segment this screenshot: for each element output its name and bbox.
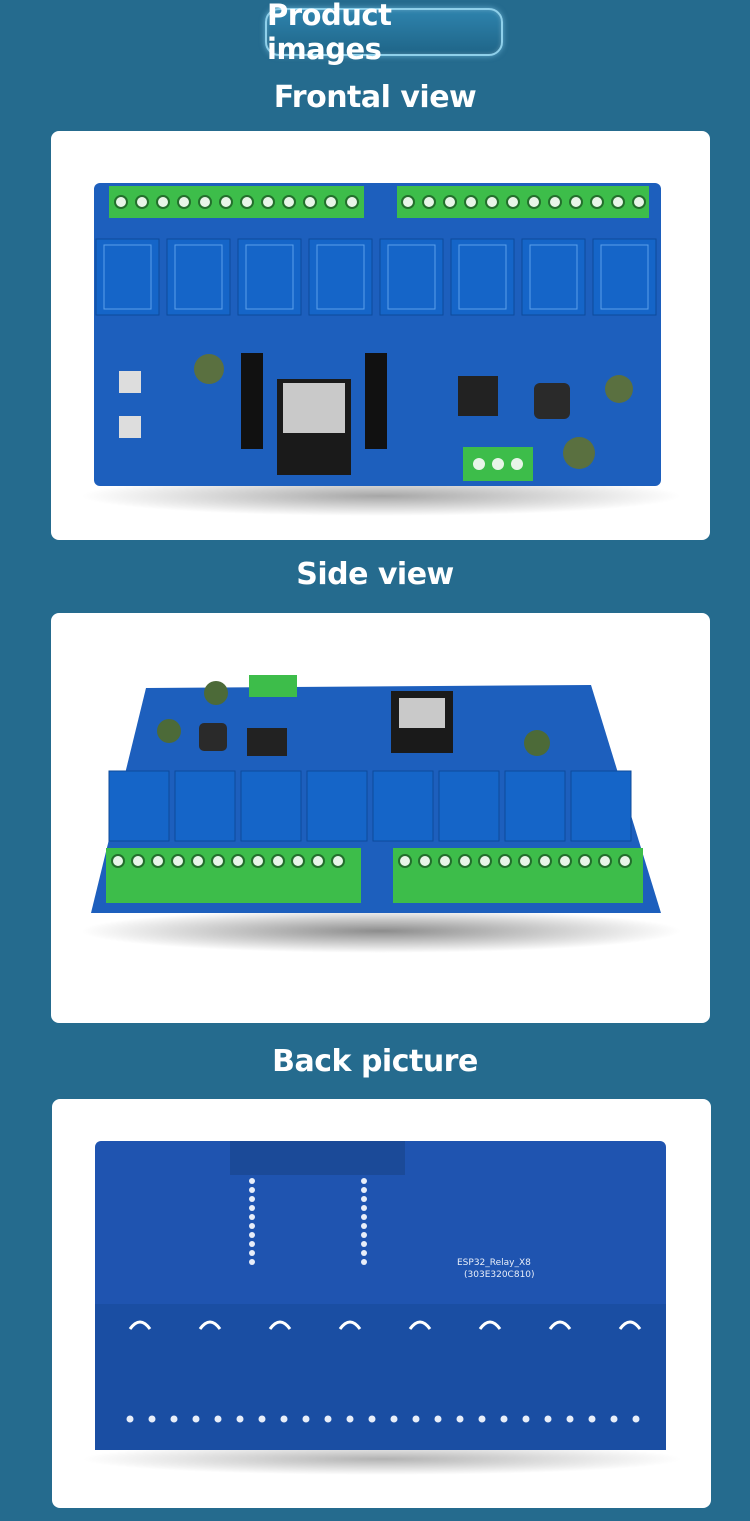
relay [306, 770, 368, 842]
relay [379, 238, 444, 316]
relay [438, 770, 500, 842]
relay [504, 770, 566, 842]
back-silk-code: (303E320C810) [464, 1270, 535, 1280]
relay [240, 770, 302, 842]
relay [308, 238, 373, 316]
front-view-card [51, 131, 710, 540]
relay [372, 770, 434, 842]
relay [450, 238, 515, 316]
section-badge: Product images [265, 0, 503, 66]
relay [237, 238, 302, 316]
relay [108, 770, 170, 842]
side-view-heading: Side view [296, 557, 454, 592]
relay [592, 238, 657, 316]
relay [95, 238, 160, 316]
front-view-heading: Frontal view [273, 80, 477, 115]
back-silk-title: ESP32_Relay_X8 [457, 1258, 531, 1268]
back-view-heading: Back picture [272, 1044, 478, 1079]
side-view-photo [81, 675, 681, 953]
terminal-block-left [109, 186, 364, 218]
power-terminal [249, 675, 297, 697]
back-view-card: ESP32_Relay_X8 (303E320C810) [52, 1099, 711, 1508]
back-view-photo: ESP32_Relay_X8 (303E320C810) [82, 1141, 682, 1475]
regulator-chip [458, 376, 498, 416]
terminal-block-right [397, 186, 649, 218]
inductor [534, 383, 570, 419]
front-view-photo [81, 183, 681, 516]
relay [570, 770, 632, 842]
side-view-card [51, 613, 710, 1023]
relay [166, 238, 231, 316]
relay [174, 770, 236, 842]
capacitor [194, 354, 224, 384]
relay [521, 238, 586, 316]
pcb-board [94, 183, 661, 486]
